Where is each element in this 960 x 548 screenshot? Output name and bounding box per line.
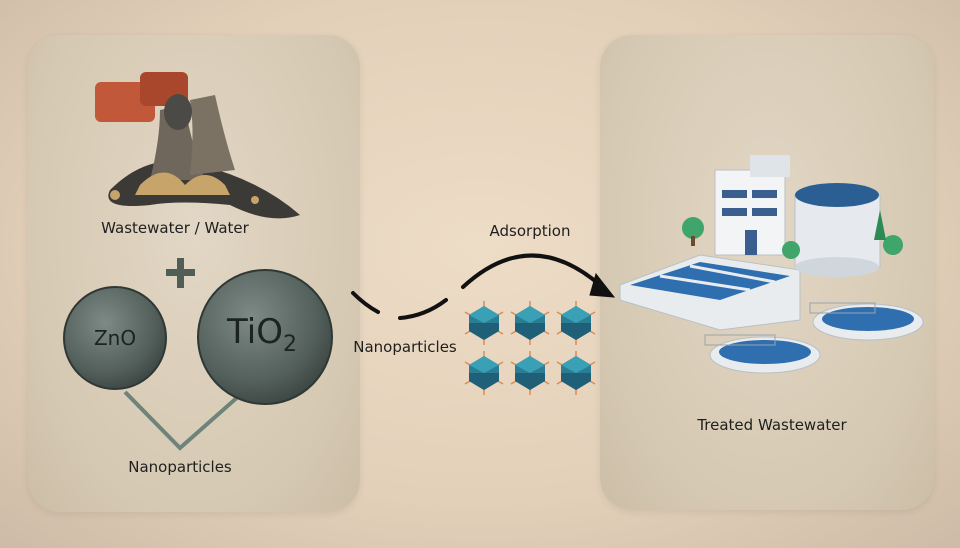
nanoparticles-label: Nanoparticles [353, 338, 457, 356]
nanoparticle-icon [464, 351, 504, 395]
tio2-sphere [197, 269, 333, 405]
zno-sphere [63, 286, 167, 390]
nanoparticle-grid [464, 301, 596, 395]
treatment-plant-illustration [619, 155, 924, 374]
nanoparticle-icon [510, 351, 550, 395]
plus-icon [166, 258, 195, 288]
tio2-label: TiO2 [227, 312, 297, 357]
nanoparticles-group-label: Nanoparticles [128, 458, 232, 476]
grouping-bracket [123, 390, 242, 451]
adsorption-label: Adsorption [489, 222, 571, 240]
nanoparticle-icon [464, 301, 504, 345]
adsorption-arrow [351, 253, 616, 320]
treated-wastewater-label: Treated Wastewater [697, 416, 847, 434]
nanoparticle-icon [510, 301, 550, 345]
zno-label: ZnO [93, 326, 137, 350]
tio2-subscript: 2 [282, 331, 297, 357]
nanoparticle-icon [556, 351, 596, 395]
wastewater-pipes-illustration [95, 72, 300, 219]
wastewater-label: Wastewater / Water [101, 219, 249, 237]
tio2-main: TiO [227, 312, 283, 352]
nanoparticle-icon [556, 301, 596, 345]
